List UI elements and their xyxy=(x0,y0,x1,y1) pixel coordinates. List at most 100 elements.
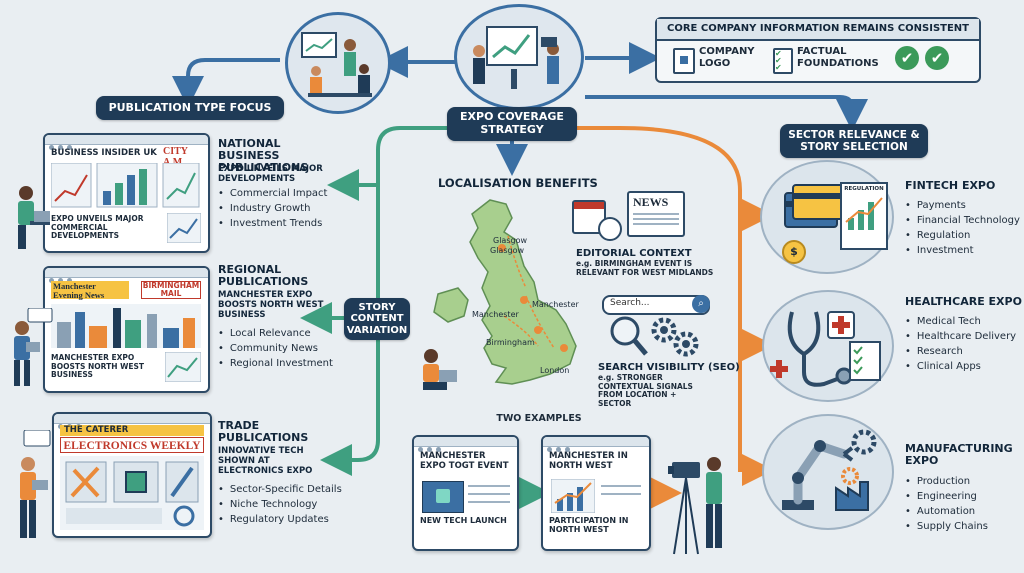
national-card-headline: EXPO UNVEILS MAJOR COMMERCIAL DEVELOPMEN… xyxy=(51,214,144,240)
credit-card-icon xyxy=(792,184,846,220)
example-card-2: MANCHESTER IN NORTH WEST PARTICIPATION I… xyxy=(541,435,651,551)
trade-masthead-1: THE CATERER xyxy=(60,425,204,436)
fintech-bullets: Payments Financial Technology Regulation… xyxy=(905,198,1020,258)
national-masthead-1: BUSINESS INSIDER UK xyxy=(51,148,157,158)
bullet-item: Supply Chains xyxy=(905,519,988,534)
trade-heading: TRADE PUBLICATIONS xyxy=(218,419,309,444)
search-input[interactable]: Search... ⌕ xyxy=(602,295,710,315)
localisation-title: LOCALISATION BENEFITS xyxy=(438,176,598,190)
city-label-manchester: Manchester xyxy=(532,300,579,309)
newspaper-icon: NEWS xyxy=(627,191,685,237)
bullet-item: Automation xyxy=(905,504,988,519)
bullet-item: Investment Trends xyxy=(218,216,327,231)
city-label-manchester-2: Manchester xyxy=(472,310,519,319)
national-heading: NATIONAL BUSINESS PUBLICATIONS xyxy=(218,137,309,174)
core-item-factual: FACTUAL FOUNDATIONS xyxy=(797,46,879,69)
presenter-illustration xyxy=(454,4,584,110)
example-1-caption: NEW TECH LAUNCH xyxy=(420,516,507,525)
tech-launch-icon xyxy=(422,481,464,513)
bullet-item: Research xyxy=(905,344,1016,359)
growth-chart-icon xyxy=(551,479,595,513)
regional-card: Manchester Evening News BIRMINGHAM MAIL … xyxy=(43,266,210,393)
regional-masthead-1: Manchester Evening News xyxy=(51,281,129,300)
search-placeholder: Search... xyxy=(610,298,650,308)
checklist-icon: ✔✔✔ xyxy=(773,48,793,74)
map-pin-icon xyxy=(520,296,528,304)
bullet-item: Industry Growth xyxy=(218,201,327,216)
presenter-icon xyxy=(473,26,559,89)
map-pin-icon xyxy=(534,326,542,334)
clock-icon xyxy=(598,217,622,241)
seo-desc: e.g. STRONGER CONTEXTUAL SIGNALS FROM LO… xyxy=(598,373,693,408)
healthcare-bullets: Medical Tech Healthcare Delivery Researc… xyxy=(905,314,1016,374)
core-info-title: CORE COMPANY INFORMATION REMAINS CONSIST… xyxy=(657,19,979,41)
camera-operator-icon xyxy=(668,457,722,555)
logo-icon xyxy=(673,48,695,74)
editorial-title: EDITORIAL CONTEXT xyxy=(576,248,692,259)
trade-masthead-2: ELECTRONICS WEEKLY xyxy=(60,437,204,453)
city-label-london: London xyxy=(540,366,570,375)
publication-focus-title: PUBLICATION TYPE FOCUS xyxy=(96,96,284,120)
city-label-glasgow-2: Glasgow xyxy=(490,246,525,255)
bullet-item: Medical Tech xyxy=(905,314,1016,329)
team-illustration xyxy=(285,12,391,114)
magnifier-icon xyxy=(610,316,648,356)
manufacturing-heading: MANUFACTURING EXPO xyxy=(905,442,1013,467)
bullet-item: Niche Technology xyxy=(218,497,342,512)
bullet-item: Sector-Specific Details xyxy=(218,482,342,497)
national-card: BUSINESS INSIDER UK CITY A.M. EXPO UNVEI… xyxy=(43,133,210,253)
trade-bullets: Sector-Specific Details Niche Technology… xyxy=(218,482,342,527)
gear-icon xyxy=(651,317,699,357)
bullet-item: Regulatory Updates xyxy=(218,512,342,527)
bullet-item: Healthcare Delivery xyxy=(905,329,1016,344)
coin-icon: $ xyxy=(782,240,806,264)
sector-title: SECTOR RELEVANCE & STORY SELECTION xyxy=(780,124,928,158)
map-pin-icon xyxy=(498,244,506,252)
example-card-1: MANCHESTER EXPO TOGT EVENT NEW TECH LAUN… xyxy=(412,435,519,551)
regulation-label: REGULATION xyxy=(844,186,884,192)
search-icon: ⌕ xyxy=(692,295,710,313)
bullet-item: Financial Technology xyxy=(905,213,1020,228)
tools-illustration xyxy=(60,456,204,530)
news-label: NEWS xyxy=(633,195,669,209)
manufacturing-bullets: Production Engineering Automation Supply… xyxy=(905,474,988,534)
checkmark-icon: ✔ xyxy=(925,46,949,70)
checkmark-icon: ✔ xyxy=(895,46,919,70)
healthcare-heading: HEALTHCARE EXPO xyxy=(905,295,1022,308)
healthcare-illustration xyxy=(762,290,894,402)
team-icon xyxy=(301,32,372,97)
mini-chart-icon xyxy=(167,213,201,243)
bar-chart-icon xyxy=(845,197,883,230)
uk-map xyxy=(433,199,577,385)
city-label-birmingham: Birmingham xyxy=(486,338,535,347)
editorial-desc: e.g. BIRMINGHAM EVENT IS RELEVANT FOR WE… xyxy=(576,259,714,277)
bullet-item: Payments xyxy=(905,198,1020,213)
bullet-item: Production xyxy=(905,474,988,489)
regional-sub: MANCHESTER EXPO BOOSTS NORTH WEST BUSINE… xyxy=(218,290,324,320)
person-laptop-icon xyxy=(14,308,53,386)
bullet-item: Investment xyxy=(905,243,1020,258)
core-info-panel: CORE COMPANY INFORMATION REMAINS CONSIST… xyxy=(655,17,981,83)
regional-card-headline: MANCHESTER EXPO BOOSTS NORTH WEST BUSINE… xyxy=(51,353,145,379)
seo-title: SEARCH VISIBILITY (SEO) xyxy=(598,362,740,373)
stethoscope-icon xyxy=(770,311,881,387)
bullet-item: Regulation xyxy=(905,228,1020,243)
national-sub: EXPO UNVEILS MAJOR DEVELOPMENTS xyxy=(218,164,323,184)
examples-title: TWO EXAMPLES xyxy=(484,413,594,424)
core-item-logo: COMPANY LOGO xyxy=(699,46,755,69)
regulation-doc: REGULATION xyxy=(840,182,888,250)
bullet-item: Community News xyxy=(218,341,333,356)
example-1-title: MANCHESTER EXPO TOGT EVENT xyxy=(420,451,509,471)
city-label-glasgow: Glasgow xyxy=(493,236,528,245)
person-laptop-icon xyxy=(423,349,457,390)
bullet-item: Engineering xyxy=(905,489,988,504)
trade-card: THE CATERER ELECTRONICS WEEKLY xyxy=(52,412,212,538)
person-laptop-icon xyxy=(20,430,51,538)
bar-chart-icon xyxy=(51,163,200,208)
map-pin-icon xyxy=(560,344,568,352)
person-laptop-icon xyxy=(18,186,50,249)
example-2-caption: PARTICIPATION IN NORTH WEST xyxy=(549,516,629,534)
regional-bullets: Local Relevance Community News Regional … xyxy=(218,326,333,371)
story-variation-badge: STORY CONTENT VARIATION xyxy=(344,298,410,340)
